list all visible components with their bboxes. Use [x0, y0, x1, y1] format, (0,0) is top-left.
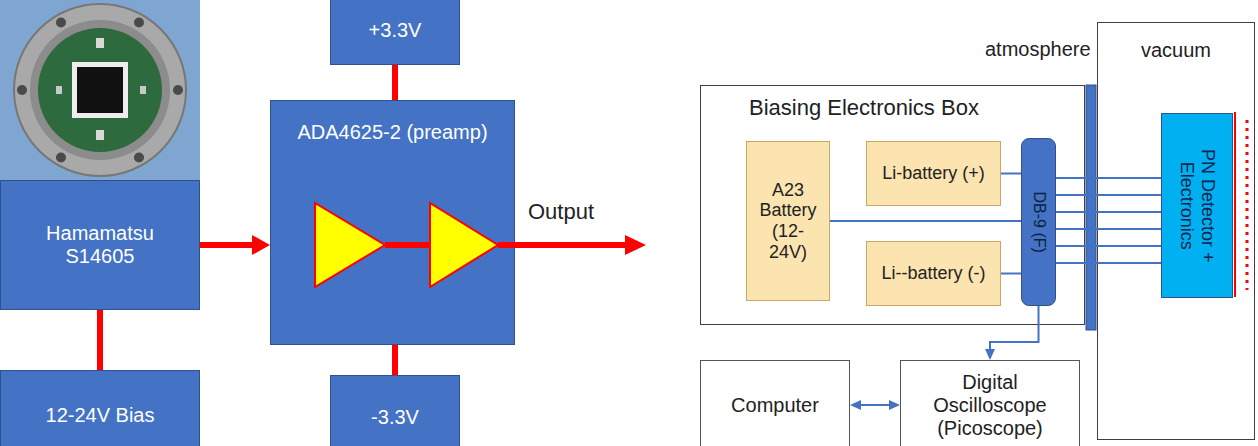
board-component [140, 86, 146, 94]
bolt-hole [17, 85, 27, 95]
board-component [96, 38, 104, 48]
signal-label: Output [528, 199, 594, 224]
box-heading: vacuum [1141, 39, 1211, 62]
box-text: DB-9 (F) [1029, 147, 1047, 297]
box-heading: Biasing Electronics Box [749, 95, 979, 120]
bolt-hole [173, 85, 183, 95]
bolt-hole [56, 18, 66, 28]
battery-box: Li-battery (+) [866, 141, 1001, 206]
box-text: ADA4625-2 (preamp) [297, 121, 487, 144]
region-label: atmosphere [985, 38, 1091, 61]
bolt-hole [134, 18, 144, 28]
vacuum-region: vacuum PN Detector + Electronics [1097, 22, 1255, 440]
cable-line [1001, 273, 1021, 275]
cable-line [830, 220, 1021, 222]
preamp-symbols [315, 203, 646, 287]
supply-box: -3.3V [330, 375, 460, 446]
board-component [96, 130, 104, 140]
box-text: Li--battery (-) [881, 263, 985, 284]
signal-wire [385, 242, 430, 248]
bias-supply-box: 12-24V Bias [0, 370, 200, 446]
amplifier-symbol [315, 203, 385, 287]
signal-wire [392, 345, 398, 375]
sensor-frame [72, 62, 128, 118]
detector-box: PN Detector + Electronics [1161, 113, 1233, 298]
output-arrowhead [625, 235, 646, 255]
box-text: PN Detector + Electronics [1176, 121, 1217, 291]
box-text: -3.3V [371, 406, 419, 429]
detector-edge [1234, 112, 1236, 297]
battery-box: A23 Battery (12-24V) [746, 141, 830, 301]
output-wire [498, 242, 626, 248]
detector-surface [1246, 120, 1249, 290]
bolt-hole [134, 153, 144, 163]
box-text: Li-battery (+) [882, 163, 985, 184]
cable-line [1056, 178, 1161, 263]
sensor-chip [77, 67, 123, 113]
box-text: 12-24V Bias [46, 404, 155, 427]
region-label-anchor: atmosphere [985, 38, 1091, 61]
supply-box: +3.3V [330, 0, 460, 65]
detector-box: Hamamatsu S14605 [0, 180, 200, 310]
amplifier-symbol [430, 203, 498, 287]
preamp-box: ADA4625-2 (preamp) [270, 100, 515, 345]
feedthrough-flange [1086, 85, 1096, 330]
board-component [56, 86, 62, 94]
battery-box: Li--battery (-) [866, 241, 1001, 306]
cable-line [1001, 173, 1021, 175]
detector-photo [0, 0, 200, 180]
box-text: A23 Battery (12-24V) [755, 180, 821, 263]
circuit-board [38, 28, 162, 152]
box-text: Digital Oscilloscope (Picoscope) [909, 371, 1071, 440]
cable-line [990, 306, 1039, 349]
enclosure-box: Biasing Electronics BoxA23 Battery (12-2… [700, 85, 1085, 325]
box-text: Hamamatsu S14605 [9, 222, 191, 268]
signal-wire [97, 310, 103, 370]
box-text: Computer [731, 394, 819, 417]
signal-label-anchor: Output [528, 199, 594, 224]
cable-line [861, 404, 889, 406]
connector-box: DB-9 (F) [1021, 138, 1056, 306]
steel-flange [14, 4, 186, 176]
flange-recess [30, 20, 170, 160]
photo-background [0, 0, 200, 180]
signal-wire [200, 242, 252, 248]
signal-wire [392, 65, 398, 100]
computer-box: Computer [700, 360, 850, 446]
box-text: +3.3V [369, 19, 422, 42]
oscilloscope-box: Digital Oscilloscope (Picoscope) [900, 360, 1080, 446]
bolt-hole [56, 153, 66, 163]
